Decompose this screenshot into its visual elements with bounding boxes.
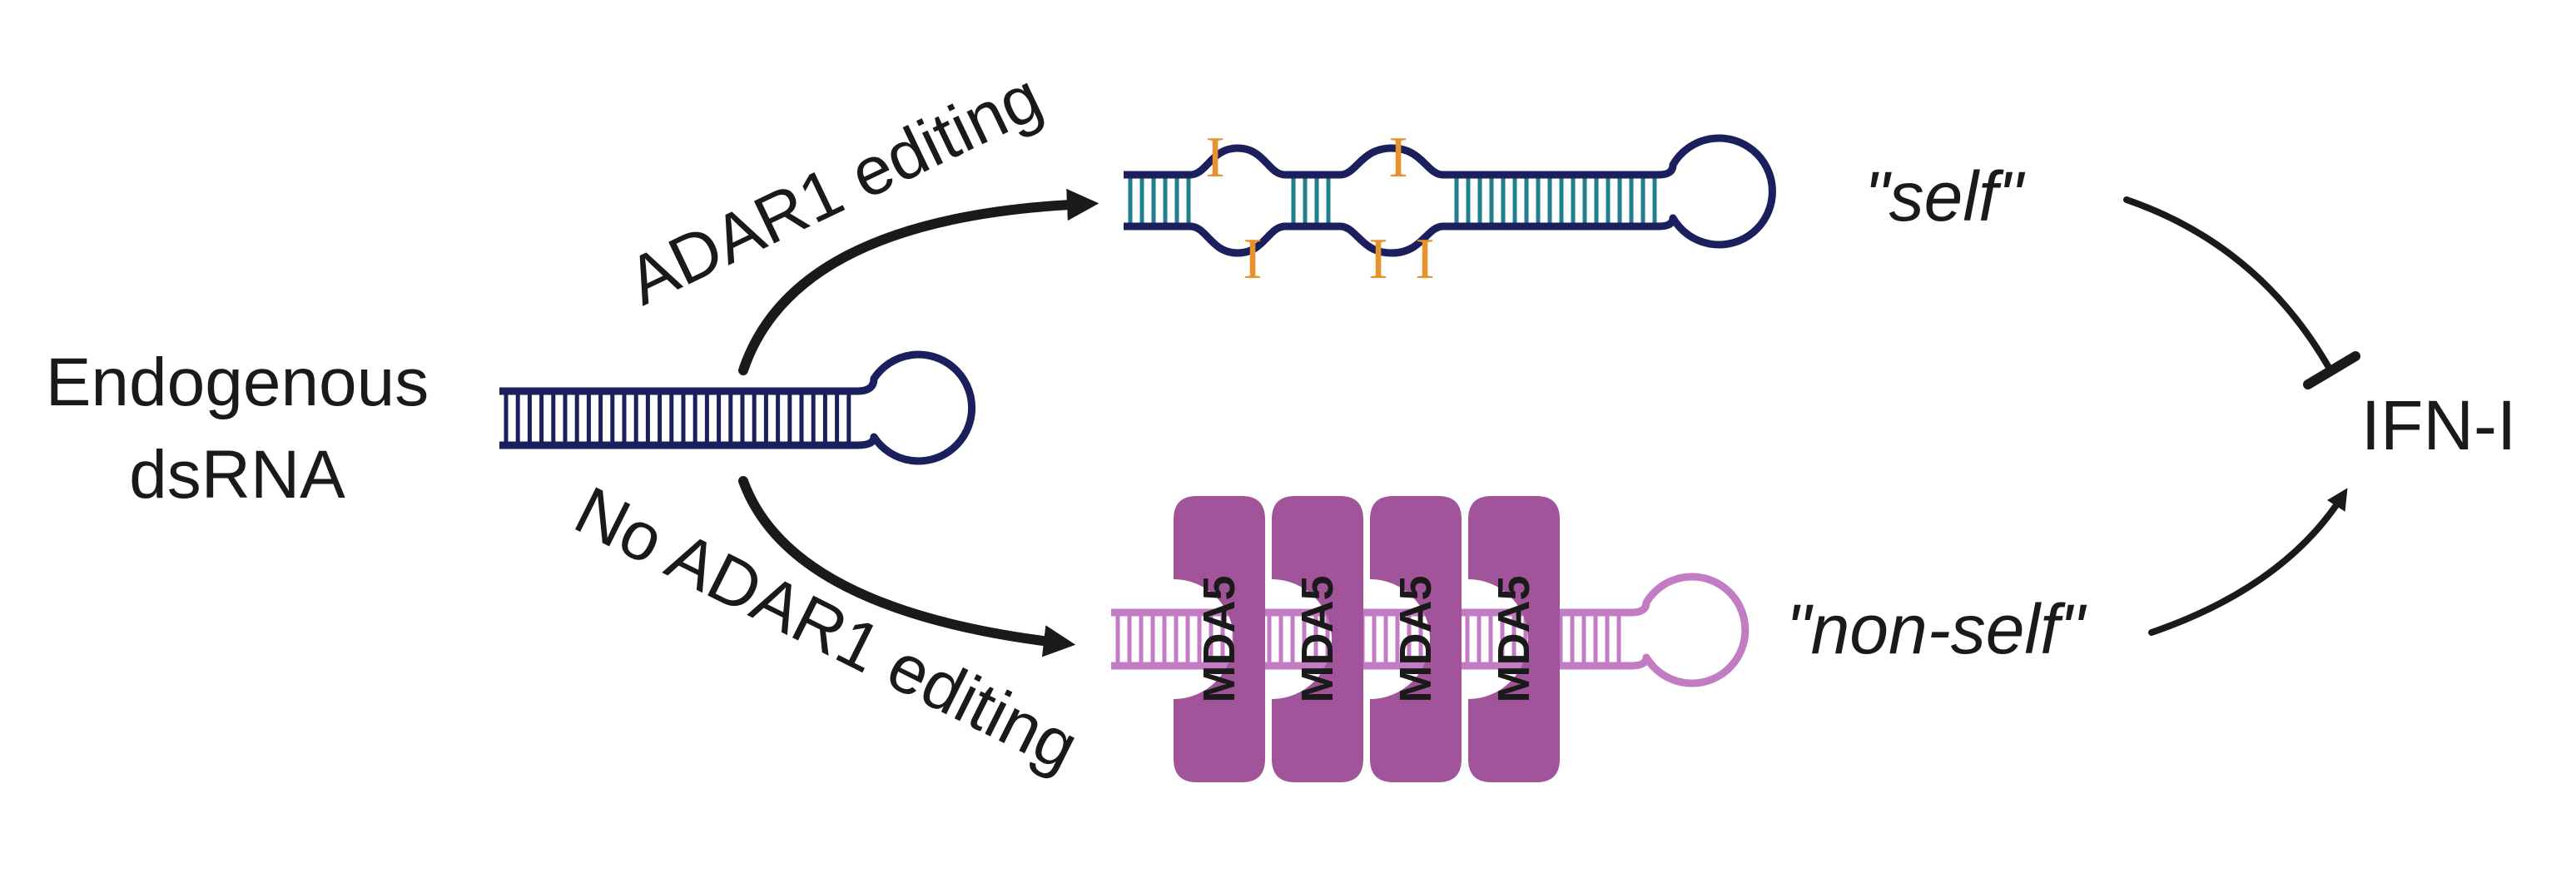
upper-path-label: ADAR1 editing	[617, 59, 1054, 320]
unedited-dsrna-rungs	[1115, 613, 1621, 666]
source-dsrna-rungs	[504, 391, 851, 445]
inosine-mark: I	[1415, 227, 1434, 291]
edited-dsrna: I I I I I	[1124, 126, 1776, 291]
mda5-label: MDA5	[1293, 575, 1343, 702]
edited-dsrna-bottom-strand	[1124, 222, 1659, 257]
mda5-shape	[1272, 496, 1363, 782]
edited-dsrna-rungs	[1128, 175, 1657, 226]
non-self-label: "non-self"	[1786, 590, 2087, 668]
inosine-marks: I I I I I	[1205, 126, 1434, 291]
unedited-dsrna-strand	[1111, 573, 1750, 687]
inhibition-arrow	[2123, 196, 2334, 374]
mda5-filament: MDA5 MDA5 MDA5 MDA5	[1174, 496, 1560, 782]
inhibition-bar	[2303, 351, 2360, 389]
edited-dsrna-top-strand	[1124, 134, 1776, 249]
mda5-shape	[1370, 496, 1462, 782]
mda5-protein: MDA5	[1174, 496, 1265, 782]
output-label: IFN-I	[2361, 386, 2517, 464]
inosine-mark: I	[1368, 227, 1387, 291]
mda5-label: MDA5	[1194, 575, 1244, 702]
mda5-protein: MDA5	[1272, 496, 1363, 782]
source-label-line1: Endogenous	[46, 345, 429, 420]
unedited-dsrna	[1111, 573, 1750, 687]
activation-arrow	[2148, 488, 2348, 636]
mda5-shape	[1468, 496, 1560, 782]
mda5-label: MDA5	[1391, 575, 1441, 702]
mda5-protein: MDA5	[1370, 496, 1462, 782]
source-dsrna-hairpin	[499, 350, 976, 465]
source-label-line2: dsRNA	[129, 437, 345, 513]
inosine-mark: I	[1243, 227, 1262, 291]
mda5-shape	[1174, 496, 1265, 782]
mda5-protein: MDA5	[1468, 496, 1560, 782]
mda5-label: MDA5	[1489, 575, 1539, 702]
lower-path-label: No ADAR1 editing	[563, 473, 1089, 786]
inosine-mark: I	[1388, 126, 1407, 190]
self-label: "self"	[1864, 157, 2026, 236]
upper-path-arrow	[738, 188, 1099, 375]
source-dsrna-strand	[499, 350, 976, 465]
lower-path-arrow	[738, 476, 1076, 657]
inosine-mark: I	[1205, 126, 1224, 190]
